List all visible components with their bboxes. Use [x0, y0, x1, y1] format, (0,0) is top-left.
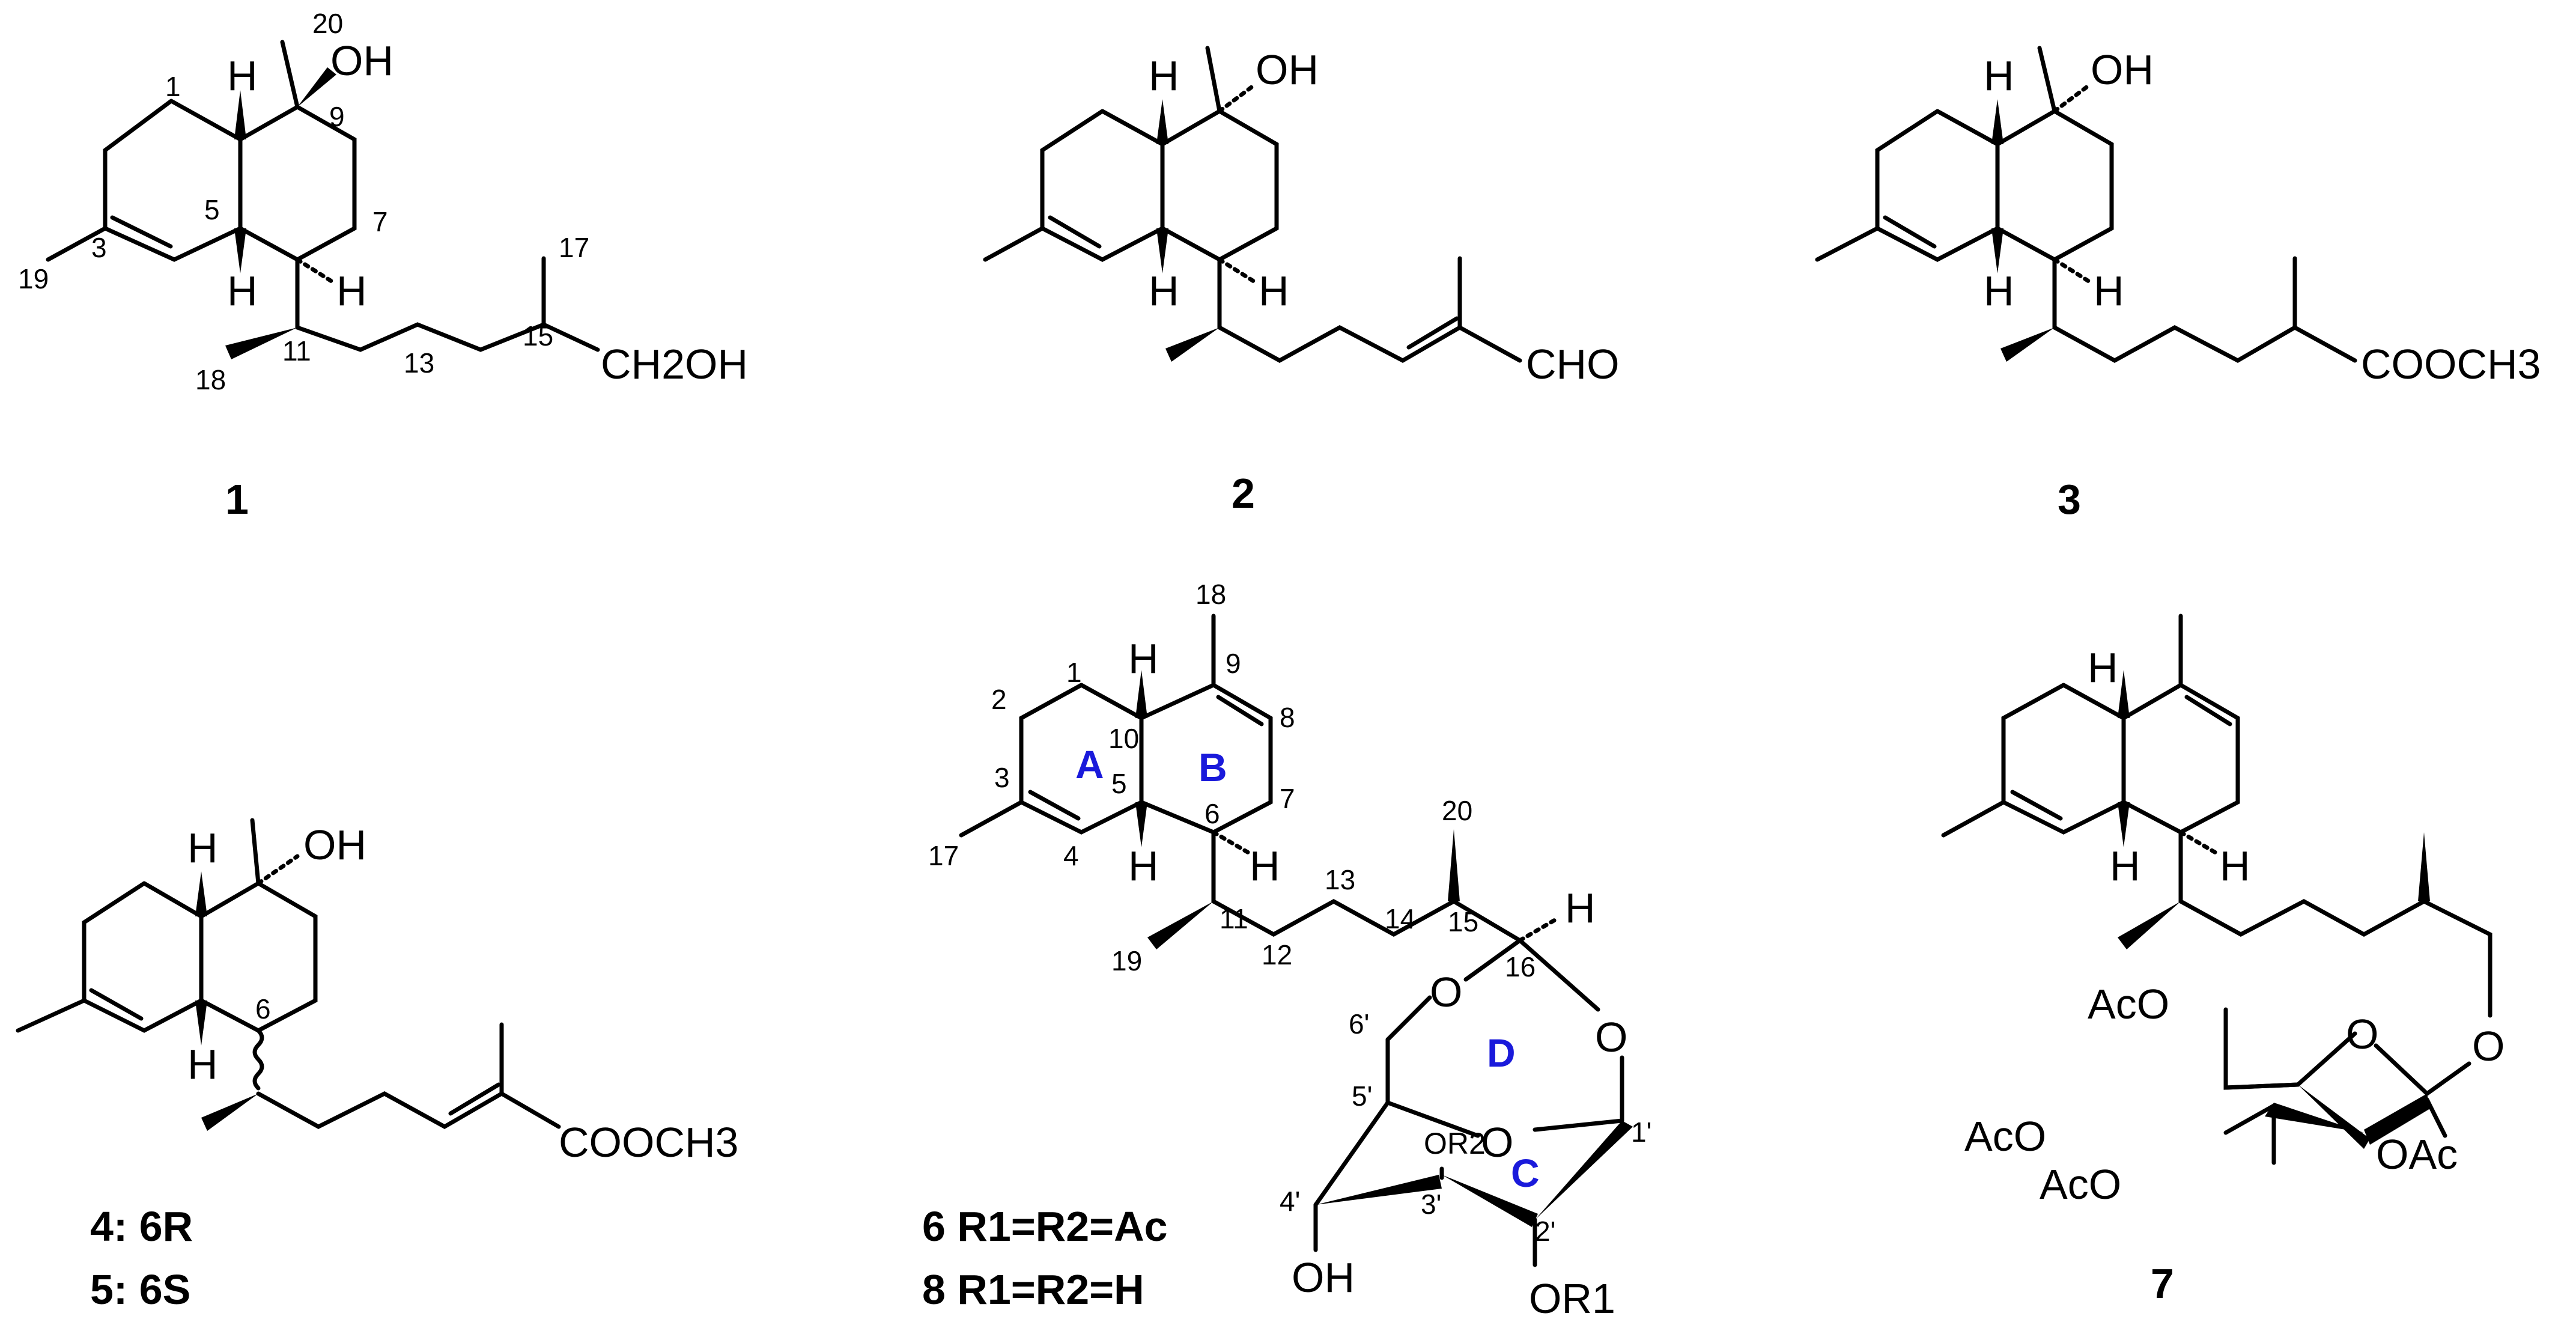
- h-label: H: [1984, 267, 2014, 314]
- atom-number: 16: [1505, 951, 1536, 982]
- atom-number: 6: [1204, 798, 1220, 829]
- atom-number: 3: [994, 762, 1010, 793]
- o-label: O: [1595, 1014, 1627, 1061]
- atom-number: 13: [404, 347, 434, 379]
- oh-label: OH: [303, 821, 366, 868]
- atom-number: 9: [329, 101, 345, 132]
- o-label: O: [2346, 1011, 2378, 1058]
- atom-number: 5: [204, 194, 220, 225]
- atom-number: 6': [1349, 1008, 1369, 1040]
- cho-label: CHO: [1526, 341, 1620, 388]
- structure-3: OH H H H COOCH3 3: [1815, 46, 2541, 523]
- h-label: H: [2088, 644, 2118, 691]
- compound-caption: 7: [2151, 1260, 2174, 1307]
- atom-number: 18: [195, 364, 226, 395]
- h-label: H: [336, 267, 367, 314]
- atom-number: 6: [255, 993, 271, 1025]
- atom-number: 4: [1063, 840, 1079, 871]
- atom-number: 1: [1066, 657, 1082, 688]
- atom-number: 2: [991, 684, 1007, 715]
- h-label: H: [2094, 267, 2124, 314]
- h-label: H: [2220, 842, 2250, 889]
- atom-number: 17: [928, 840, 959, 871]
- atom-number: 10: [1108, 723, 1139, 754]
- structure-7: H H H AcO O O AcO AcO OAc 7: [1941, 614, 2505, 1307]
- h-label: H: [1128, 842, 1159, 889]
- h-label: H: [227, 52, 258, 99]
- atom-number: 18: [1195, 579, 1226, 610]
- h-label: H: [1149, 267, 1179, 314]
- atom-number: 20: [1442, 795, 1472, 826]
- h-label: H: [1259, 267, 1289, 314]
- atom-number: 14: [1385, 903, 1415, 934]
- structure-6-8: H H H H O O O OR2 OH OR1 A B C D 18 1 9 …: [922, 579, 1651, 1322]
- atom-number: 8: [1280, 702, 1295, 733]
- compound-caption: 8 R1=R2=H: [922, 1266, 1144, 1313]
- atom-number: 15: [1448, 906, 1478, 937]
- oh-label: OH: [2091, 46, 2154, 93]
- compound-caption: 1: [225, 476, 249, 523]
- oh-label: OH: [1292, 1254, 1355, 1301]
- atom-number: 12: [1262, 939, 1292, 970]
- ring-label-d: D: [1487, 1031, 1516, 1075]
- atom-number: 1: [165, 71, 181, 102]
- atom-number: 20: [312, 8, 343, 39]
- h-label: H: [1565, 885, 1596, 931]
- atom-number: 3': [1421, 1189, 1441, 1220]
- compound-caption: 3: [2058, 476, 2081, 523]
- atom-number: 7: [1280, 783, 1295, 814]
- structure-2: OH H H H CHO 2: [983, 46, 1620, 517]
- atom-number: 5: [1111, 768, 1127, 799]
- aco-label: AcO: [1964, 1113, 2046, 1160]
- atom-number: 5': [1352, 1080, 1372, 1112]
- oh-label: OH: [1256, 46, 1319, 93]
- atom-number: 3: [91, 232, 107, 263]
- oh-label: OH: [330, 37, 393, 84]
- or1-label: OR1: [1529, 1275, 1615, 1322]
- atom-number: 4': [1280, 1186, 1300, 1217]
- atom-number: 7: [372, 206, 388, 237]
- ester-label: COOCH3: [2361, 341, 2541, 388]
- atom-number: 15: [523, 320, 553, 352]
- h-label: H: [187, 1041, 218, 1088]
- h-label: H: [1984, 52, 2014, 99]
- atom-number: 11: [282, 335, 311, 367]
- compound-caption: 4: 6R: [90, 1203, 193, 1250]
- h-label: H: [187, 824, 218, 871]
- ring-label-b: B: [1198, 745, 1227, 790]
- aco-label: AcO: [2088, 981, 2169, 1028]
- oac-label: OAc: [2376, 1131, 2458, 1178]
- structure-4-5: OH H H COOCH3 6 4: 6R 5: 6S: [16, 818, 738, 1313]
- o-label: O: [1430, 969, 1462, 1016]
- o-label: O: [2472, 1023, 2505, 1070]
- ch2oh-label: CH2OH: [601, 341, 748, 388]
- h-label: H: [2110, 842, 2140, 889]
- or2-label: OR2: [1424, 1127, 1486, 1160]
- compound-caption: 2: [1232, 470, 1255, 517]
- h-label: H: [1149, 52, 1179, 99]
- h-label: H: [1128, 635, 1159, 682]
- atom-number: 11: [1220, 903, 1248, 934]
- ester-label: COOCH3: [559, 1119, 738, 1166]
- o-label: O: [1481, 1119, 1513, 1166]
- atom-number: 17: [559, 232, 589, 263]
- atom-number: 2': [1535, 1216, 1555, 1247]
- aco-label: AcO: [2040, 1161, 2121, 1208]
- compound-caption: 6 R1=R2=Ac: [922, 1203, 1168, 1250]
- atom-number: 9: [1226, 648, 1241, 679]
- atom-number: 19: [1111, 945, 1142, 976]
- atom-number: 13: [1325, 864, 1355, 895]
- ring-label-c: C: [1511, 1151, 1540, 1195]
- compound-caption: 5: 6S: [90, 1266, 190, 1313]
- ring-label-a: A: [1075, 742, 1104, 787]
- atom-number: 19: [18, 263, 49, 294]
- atom-number: 1': [1631, 1116, 1651, 1148]
- h-label: H: [227, 267, 258, 314]
- structure-1: OH H H H CH2OH 20 1 9 5 7 3 19 17 11 13 …: [18, 8, 748, 523]
- h-label: H: [1250, 842, 1280, 889]
